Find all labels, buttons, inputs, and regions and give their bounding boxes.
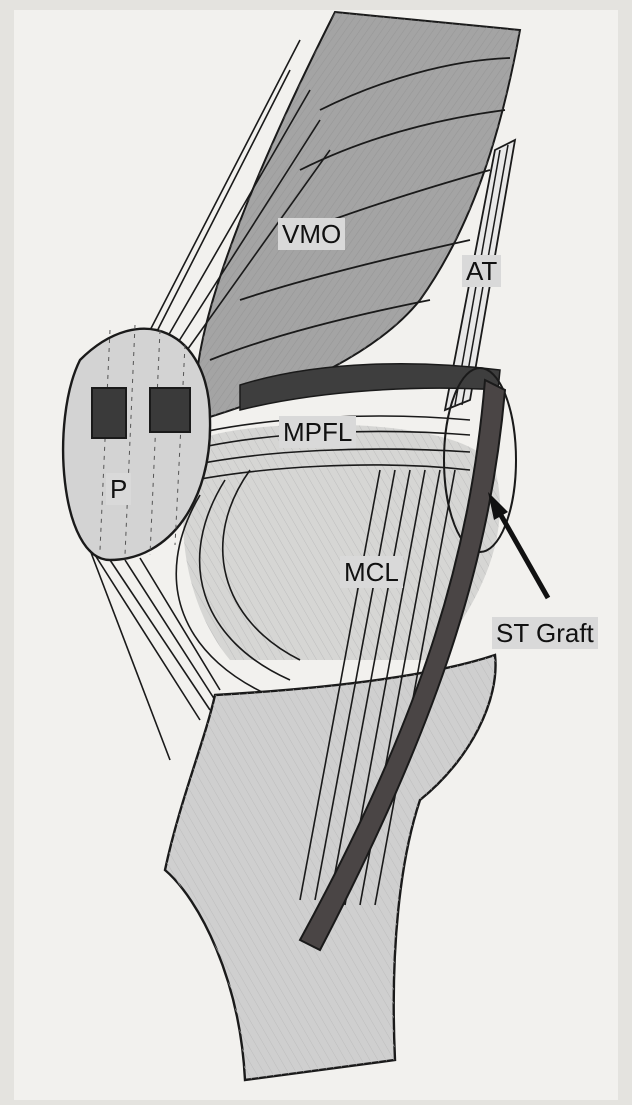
patella-tunnel-left — [92, 388, 126, 438]
label-mpfl: MPFL — [279, 416, 356, 448]
patella-tunnel-right — [150, 388, 190, 432]
label-vmo: VMO — [278, 218, 345, 250]
label-st-graft: ST Graft — [492, 617, 598, 649]
label-patella: P — [106, 473, 131, 505]
label-at: AT — [462, 255, 501, 287]
label-mcl: MCL — [340, 556, 403, 588]
